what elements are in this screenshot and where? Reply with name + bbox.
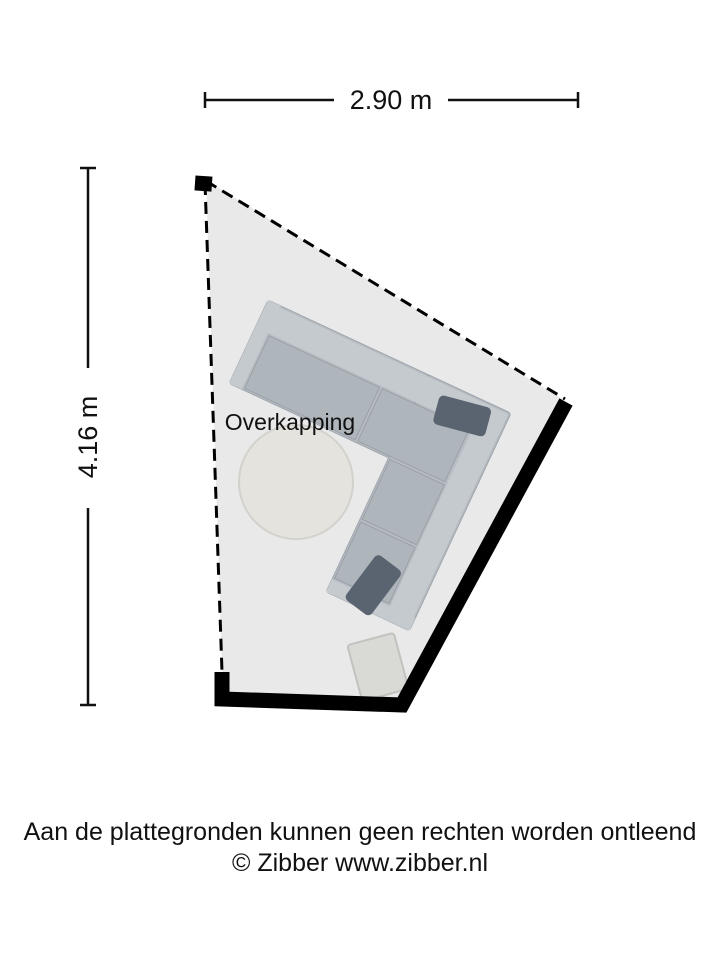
width-dimension-label: 2.90 m <box>350 85 433 115</box>
round-rug <box>238 424 354 540</box>
open-edge-left <box>203 182 224 673</box>
room-label: Overkapping <box>225 409 355 435</box>
sofa-pillow-corner <box>433 395 492 437</box>
height-dimension: 4.16 m <box>73 166 103 707</box>
corner-sofa <box>229 300 511 631</box>
height-dimension-line <box>80 166 96 707</box>
open-edge-top <box>205 179 566 401</box>
sofa-seat-cushion <box>361 458 446 546</box>
width-dimension-line <box>203 92 580 108</box>
sofa-seat-cushion <box>243 335 381 441</box>
sofa-backrest-right <box>384 403 509 629</box>
disclaimer-text: Aan de plattegronden kunnen geen rechten… <box>24 818 697 846</box>
sofa-armrest-left <box>229 300 281 390</box>
room-walls <box>214 398 573 713</box>
sofa-pillow-end <box>345 555 401 616</box>
wall-corner-cap <box>194 175 213 192</box>
width-dimension: 2.90 m <box>203 85 580 115</box>
height-dimension-label: 4.16 m <box>73 396 103 479</box>
sofa-seat-cushion <box>357 387 470 483</box>
side-table <box>346 632 410 702</box>
credit-text: © Zibber www.zibber.nl <box>232 849 488 877</box>
